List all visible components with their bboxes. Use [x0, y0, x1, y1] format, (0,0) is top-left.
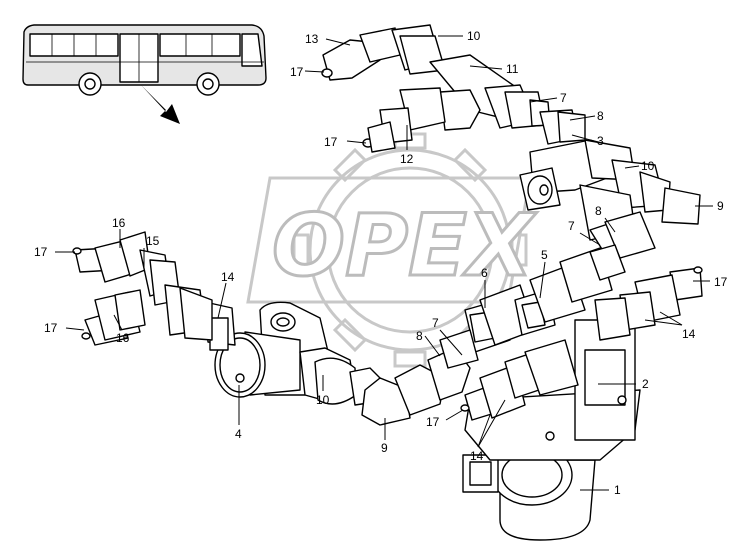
callout-9-right: 9 — [717, 199, 724, 213]
elbow-9-lower — [361, 377, 411, 426]
callout-15: 15 — [146, 234, 160, 248]
callout-10-bottom: 10 — [316, 393, 330, 407]
callout-13: 13 — [305, 32, 319, 46]
callout-3: 3 — [597, 134, 604, 148]
upper-chain — [321, 24, 586, 153]
callout-17-left-top: 17 — [34, 245, 48, 259]
right-side-fitting — [594, 266, 703, 341]
callout-10-top: 10 — [467, 29, 481, 43]
callout-4: 4 — [235, 427, 242, 441]
callout-7-top: 7 — [560, 91, 567, 105]
right-upper-assembly — [519, 139, 701, 263]
callout-14-left: 14 — [221, 270, 235, 284]
connector-9-upper — [661, 187, 701, 225]
callout-7-mid: 7 — [568, 219, 575, 233]
callout-5: 5 — [541, 248, 548, 262]
leader-lines — [55, 35, 713, 491]
callout-16-bottom: 16 — [116, 331, 130, 345]
left-tee-assembly — [72, 231, 213, 346]
middle-sensor-stack — [439, 244, 626, 369]
callout-6: 6 — [481, 266, 488, 280]
callout-10-right: 10 — [641, 159, 655, 173]
callout-11: 11 — [506, 62, 519, 76]
callout-17-left-bottom: 17 — [44, 321, 58, 335]
callout-12: 12 — [400, 152, 414, 166]
callout-14-right: 14 — [682, 327, 696, 341]
location-arrow-icon — [141, 85, 180, 124]
callout-2: 2 — [642, 377, 649, 391]
callout-17-upper: 17 — [290, 65, 304, 79]
callout-7-low: 7 — [432, 316, 439, 330]
callout-1: 1 — [614, 483, 621, 497]
callout-8-mid: 8 — [595, 204, 602, 218]
callout-labels: 1 2 3 4 5 6 7 7 7 8 8 8 9 9 10 10 10 11 … — [34, 29, 728, 497]
callout-17-right: 17 — [714, 275, 728, 289]
callout-17-mid: 17 — [324, 135, 338, 149]
watermark-text: OPEX — [272, 196, 537, 296]
callout-9-bottom: 9 — [381, 441, 388, 455]
valve-body-assembly — [462, 319, 641, 541]
callout-17-bottom: 17 — [426, 415, 440, 429]
lower-left-chain — [204, 301, 471, 426]
callout-14-bottom: 14 — [470, 449, 484, 463]
callout-16-top: 16 — [112, 216, 126, 230]
bus-thumbnail — [22, 24, 267, 124]
callout-8-low: 8 — [416, 329, 423, 343]
callout-8-top: 8 — [597, 109, 604, 123]
